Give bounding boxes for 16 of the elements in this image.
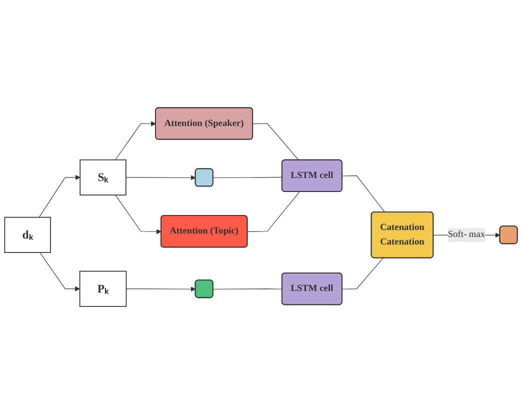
connector bbox=[342, 258, 384, 290]
arrow bbox=[126, 176, 196, 181]
edge-label: Soft- max bbox=[448, 230, 486, 240]
arrow bbox=[126, 286, 196, 292]
connector bbox=[252, 124, 299, 161]
connector bbox=[212, 288, 282, 290]
connector bbox=[212, 177, 282, 178]
arrow bbox=[38, 175, 80, 218]
node-box: dₖ bbox=[4, 217, 51, 254]
node-box: Pₖ bbox=[79, 271, 127, 308]
arrow bbox=[40, 252, 80, 292]
connector bbox=[342, 176, 386, 214]
arrow bbox=[115, 122, 156, 161]
arrow bbox=[115, 195, 162, 235]
node-box: Sₖ bbox=[80, 160, 126, 196]
connector bbox=[247, 192, 300, 232]
